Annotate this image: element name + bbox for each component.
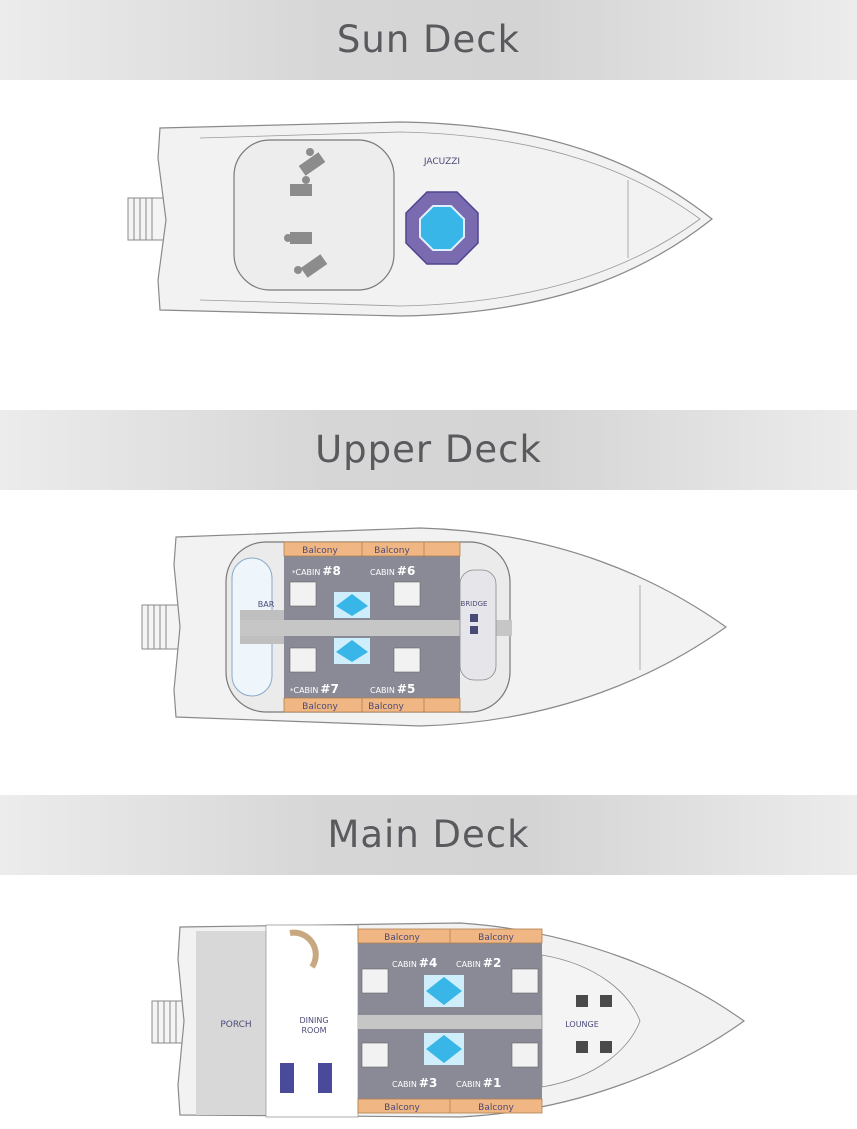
upper-balcony-label-2: Balcony [374, 546, 410, 556]
main-cabin-3-label: CABIN#3 [392, 1076, 437, 1090]
main-balcony-label-4: Balcony [478, 1103, 514, 1113]
upper-balcony-label-3: Balcony [302, 702, 338, 712]
jacuzzi-water-icon [419, 205, 465, 251]
bridge-label: BRIDGE [461, 600, 488, 608]
sun-deck-svg: JACUZZI [127, 121, 713, 317]
upper-balcony-label-4: Balcony [368, 702, 404, 712]
lounge-seats [576, 995, 612, 1053]
upper-cabin-beds [289, 581, 421, 673]
sun-deck-header: Sun Deck [0, 0, 857, 80]
sun-loungers [284, 148, 328, 278]
dining-tables [280, 1063, 332, 1093]
lounge-label: LOUNGE [565, 1020, 599, 1029]
upper-cabin-8-label: *CABIN#8 [292, 564, 341, 578]
main-deck-plan: PORCH DINING ROOM Balcony Balcony Balcon… [0, 875, 857, 1125]
upper-bath-showers [334, 592, 370, 664]
upper-cabin-7-label: *CABIN#7 [290, 682, 339, 696]
porch-label: PORCH [220, 1020, 251, 1030]
main-deck-header: Main Deck [0, 795, 857, 875]
main-bath-showers [424, 975, 464, 1065]
jacuzzi-label: JACUZZI [423, 157, 460, 167]
main-balcony-label-2: Balcony [478, 933, 514, 943]
main-cabin-2-label: CABIN#2 [456, 956, 501, 970]
sun-stern-steps [127, 197, 167, 241]
main-balcony-label-1: Balcony [384, 933, 420, 943]
main-deck-title: Main Deck [327, 813, 530, 856]
main-balcony-label-3: Balcony [384, 1103, 420, 1113]
upper-cabin-5-label: CABIN#5 [370, 682, 415, 696]
bar-label: BAR [258, 600, 275, 609]
sun-deck-title: Sun Deck [336, 18, 521, 61]
upper-balcony-label-1: Balcony [302, 546, 338, 556]
main-cabin-beds [361, 968, 539, 1068]
main-deck-svg: PORCH DINING ROOM Balcony Balcony Balcon… [151, 922, 746, 1118]
main-cabin-4-label: CABIN#4 [392, 956, 437, 970]
upper-deck-plan: BAR Balcony Balcony Balcony Balcony *CAB… [0, 490, 857, 795]
main-cabin-1-label: CABIN#1 [456, 1076, 501, 1090]
upper-deck-title: Upper Deck [315, 428, 542, 471]
sunbathing-area [233, 139, 395, 291]
upper-stern-steps [141, 604, 181, 650]
upper-deck-svg: BAR Balcony Balcony Balcony Balcony *CAB… [141, 527, 728, 727]
sun-deck-plan: JACUZZI [0, 80, 857, 410]
dining-label-2: ROOM [301, 1026, 326, 1035]
dining-label-1: DINING [299, 1016, 328, 1025]
upper-cabin-6-label: CABIN#6 [370, 564, 415, 578]
upper-deck-header: Upper Deck [0, 410, 857, 490]
